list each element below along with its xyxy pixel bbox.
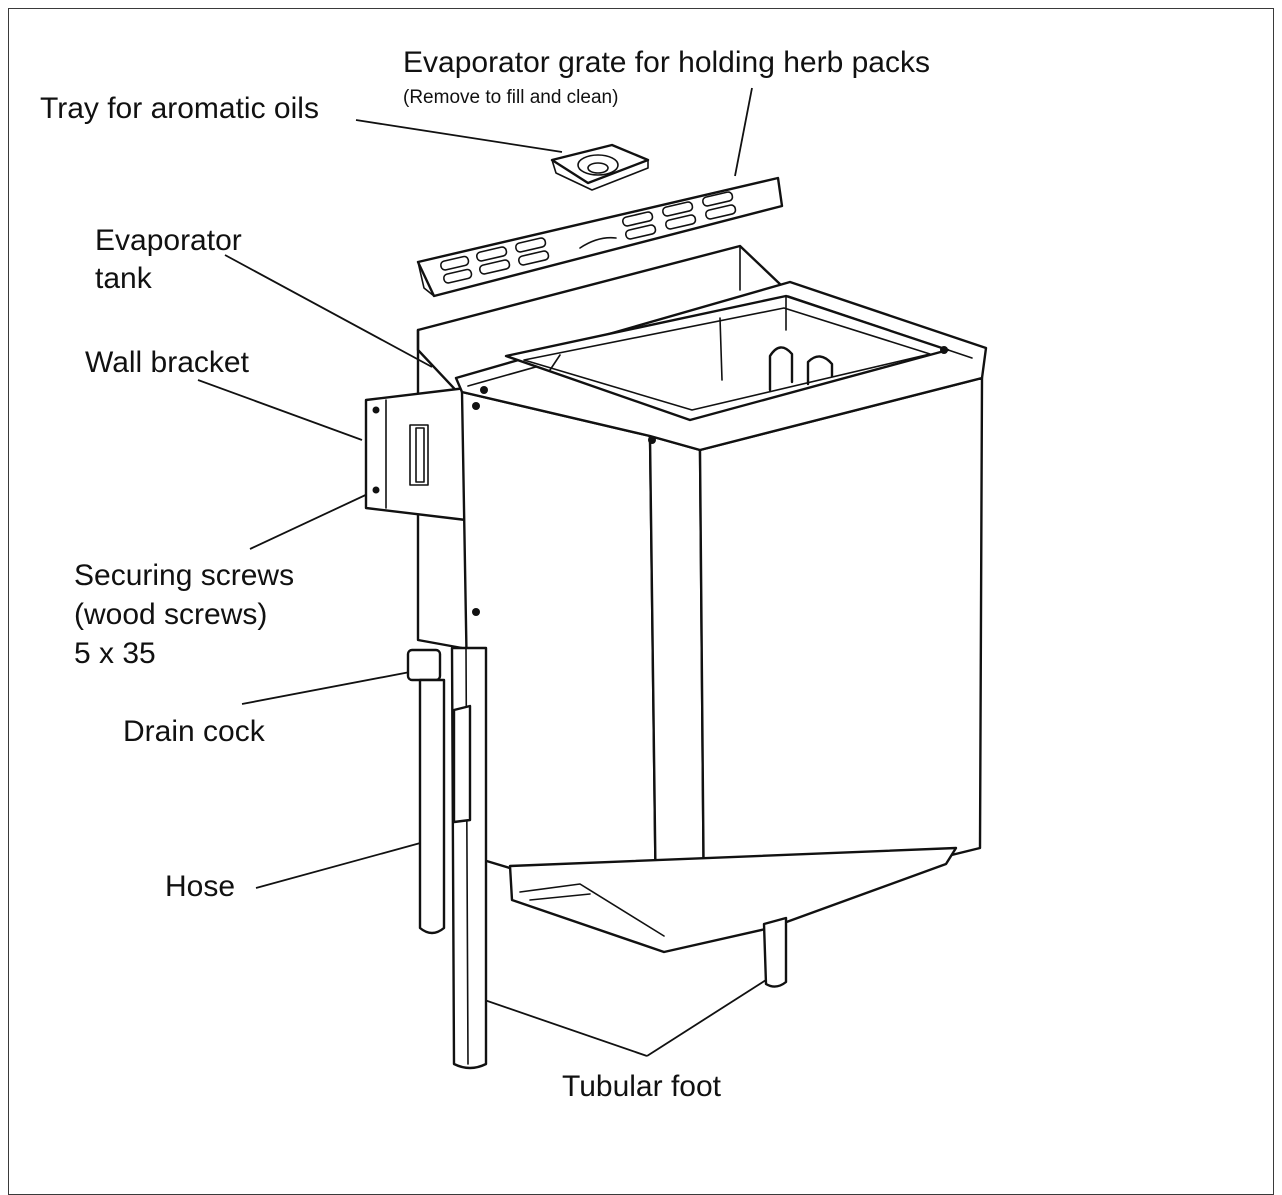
label-tray: Tray for aromatic oils xyxy=(40,92,319,125)
wall-bracket xyxy=(364,386,468,522)
tubular-feet xyxy=(450,646,788,1070)
leader-securing-screws xyxy=(249,491,373,550)
heater-base xyxy=(508,846,958,954)
leader-drain-cock xyxy=(241,671,411,705)
label-drain-cock: Drain cock xyxy=(123,715,265,748)
drain-hose xyxy=(406,648,446,935)
evaporator-grate xyxy=(416,176,784,298)
leader-foot-left xyxy=(469,994,648,1057)
label-hose: Hose xyxy=(165,870,236,903)
leader-grate xyxy=(734,87,753,177)
label-evaporator-grate-note: (Remove to fill and clean) xyxy=(403,87,619,108)
label-securing-screws-line3: 5 x 35 xyxy=(74,637,156,670)
leader-evaporator-tank xyxy=(224,254,433,368)
leader-wall-bracket xyxy=(197,379,363,441)
label-tubular-foot: Tubular foot xyxy=(562,1070,721,1103)
leader-foot-right xyxy=(646,979,767,1057)
leader-lines xyxy=(197,87,767,1057)
label-evaporator-grate: Evaporator grate for holding herb packs xyxy=(403,46,930,79)
aroma-tray xyxy=(550,143,650,191)
label-wall-bracket: Wall bracket xyxy=(85,346,249,379)
label-evaporator-tank-line2: tank xyxy=(95,262,152,295)
leader-hose xyxy=(255,841,425,889)
leader-tray xyxy=(355,119,563,153)
label-evaporator-tank-line1: Evaporator xyxy=(95,224,242,257)
label-securing-screws-line1: Securing screws xyxy=(74,559,295,592)
heater-body xyxy=(454,280,988,918)
label-securing-screws-line2: (wood screws) xyxy=(74,598,268,631)
